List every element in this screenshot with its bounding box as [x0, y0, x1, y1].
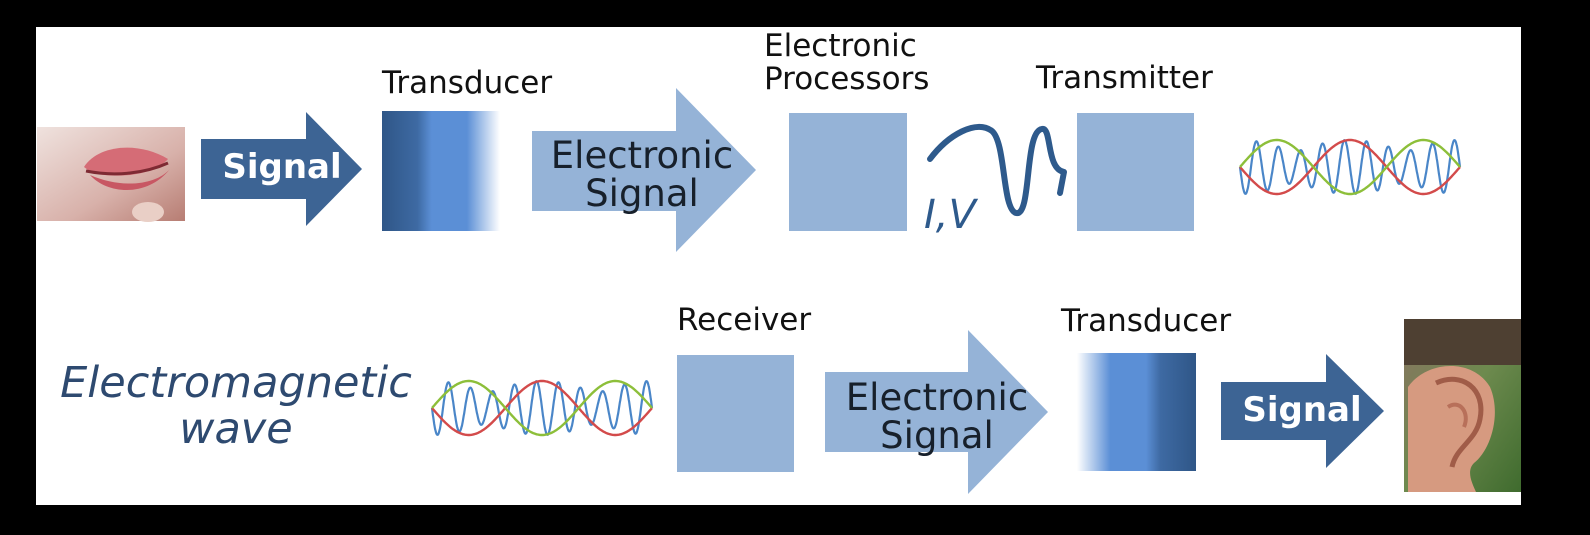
electronic-signal-label-2-line1: Electronic	[845, 376, 1029, 419]
electronic-processors-label: Electronic Processors	[764, 30, 942, 96]
electronic-signal-label-1-line1: Electronic	[550, 134, 734, 177]
electronic-signal-arrow-2-shape	[825, 330, 1048, 494]
transmitter-box	[1077, 113, 1194, 231]
current-voltage-curve-icon	[927, 124, 1067, 216]
transducer-2	[1077, 353, 1196, 471]
electronic-signal-arrow-1-shape	[532, 88, 756, 252]
electronic-processors-label-line2: Processors	[764, 61, 930, 97]
transducer-label-2: Transducer	[1061, 303, 1232, 339]
electromagnetic-wave-label-line2: wave	[179, 404, 293, 454]
electromagnetic-wave-icon-1	[1238, 138, 1462, 196]
electromagnetic-wave-label: Electromagnetic wave	[60, 360, 412, 452]
mouth-photo	[37, 127, 185, 222]
electronic-processors-label-line1: Electronic	[764, 28, 917, 64]
electronic-signal-label-1-line2: Signal	[585, 172, 699, 215]
transmitter-label: Transmitter	[1036, 60, 1213, 96]
transducer-1	[382, 111, 500, 231]
electromagnetic-wave-label-line1: Electromagnetic	[60, 358, 412, 408]
diagram-graphics	[37, 88, 1521, 494]
electronic-signal-label-2-line2: Signal	[880, 414, 994, 457]
signal-arrow-1-label: Signal	[222, 147, 342, 187]
signal-arrow-2-label: Signal	[1242, 390, 1362, 430]
electronic-signal-label-2: Electronic Signal	[832, 379, 1042, 455]
current-voltage-label: I,V	[924, 192, 976, 238]
electromagnetic-wave-icon-2	[430, 379, 654, 437]
electronic-signal-label-1: Electronic Signal	[536, 137, 748, 213]
electronic-processors-box	[789, 113, 907, 231]
signal-arrow-1-shape	[201, 112, 362, 226]
receiver-box	[677, 355, 794, 472]
ear-photo	[1404, 319, 1521, 492]
transducer-label-1: Transducer	[382, 65, 553, 101]
signal-arrow-2-shape	[1221, 354, 1384, 468]
diagram-panel: Signal Transducer Electronic Signal Elec…	[36, 27, 1521, 505]
receiver-label: Receiver	[677, 302, 812, 338]
